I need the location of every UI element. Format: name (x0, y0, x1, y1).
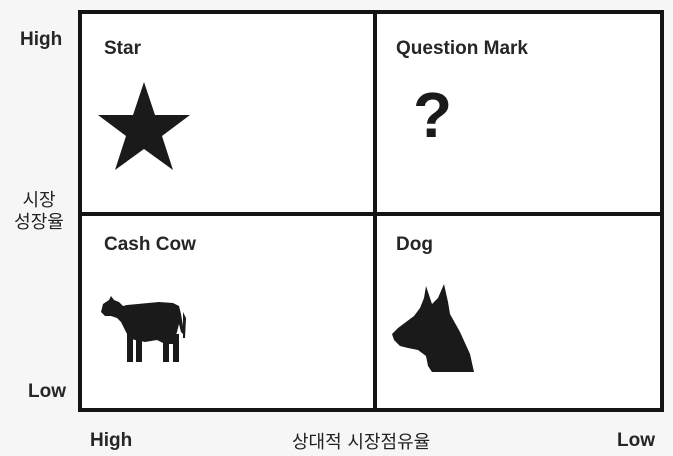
y-axis-high-label: High (20, 29, 63, 50)
x-axis-title: 상대적 시장점유율 (292, 432, 431, 453)
y-axis-title-line1: 시장 (22, 190, 56, 211)
question-mark-icon: ? (413, 79, 453, 151)
vertical-divider (373, 14, 377, 408)
quadrant-label-cash-cow: Cash Cow (104, 234, 196, 255)
y-axis-low-label: Low (28, 381, 66, 402)
y-axis-title-line2: 성장율 (14, 212, 64, 233)
y-axis-title: 시장 성장율 (4, 190, 74, 234)
quadrant-label-dog: Dog (396, 234, 433, 255)
quadrant-label-star: Star (104, 38, 141, 59)
x-axis-high-label: High (90, 430, 133, 451)
horizontal-divider (82, 212, 660, 216)
quadrant-label-question-mark: Question Mark (396, 38, 528, 59)
cow-icon (101, 296, 186, 362)
dog-icon (392, 284, 474, 372)
star-icon (98, 82, 190, 170)
x-axis-low-label: Low (617, 430, 655, 451)
